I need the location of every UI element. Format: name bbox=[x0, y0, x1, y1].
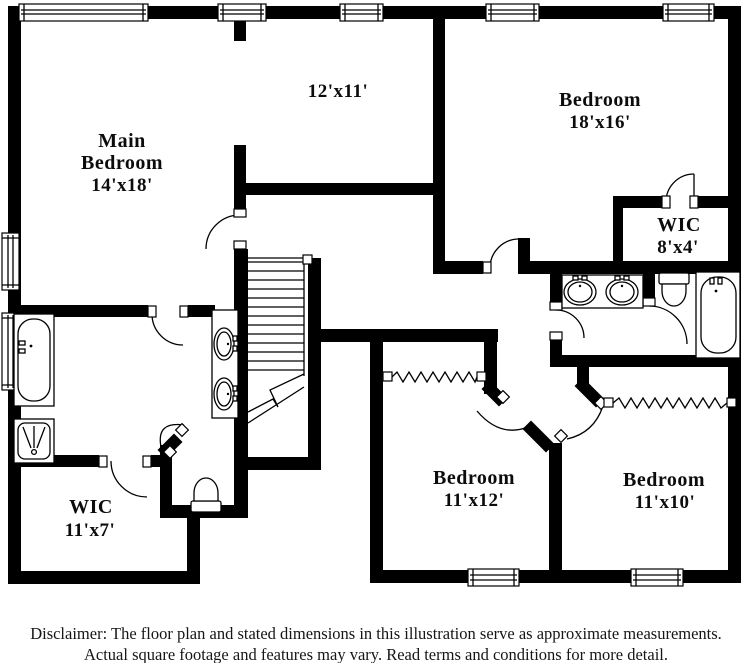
main-bedroom-label-line2: Bedroom bbox=[81, 152, 163, 174]
window-icon bbox=[1, 232, 20, 291]
disclaimer-line2: Actual square footage and features may v… bbox=[84, 645, 668, 663]
room-12x11-dims: 12'x11' bbox=[308, 81, 369, 102]
closet-rods bbox=[382, 370, 737, 410]
door-arc bbox=[151, 313, 184, 346]
door-arc bbox=[648, 305, 688, 345]
room-labels: Main Bedroom 14'x18' 12'x11' Bedroom 18'… bbox=[65, 81, 705, 541]
bathtub-icon bbox=[13, 313, 55, 407]
sink-icon bbox=[213, 377, 238, 411]
door-arc bbox=[489, 238, 520, 269]
door-arc bbox=[476, 410, 529, 431]
bedroom-18x16-label: Bedroom bbox=[559, 89, 641, 111]
window-icon bbox=[217, 3, 267, 22]
bedroom-11x10-label: Bedroom bbox=[623, 469, 705, 491]
door-arc bbox=[110, 460, 148, 498]
wic-11x7-label: WIC bbox=[69, 496, 113, 518]
wic-8x4-dims: 8'x4' bbox=[657, 237, 699, 258]
window-icon bbox=[18, 3, 149, 22]
stairs bbox=[247, 257, 305, 424]
bathtub-icon bbox=[695, 271, 741, 359]
door-arc bbox=[566, 405, 604, 440]
main-bedroom-label-line1: Main bbox=[98, 130, 146, 152]
fixtures bbox=[13, 271, 741, 513]
window-icon bbox=[630, 568, 684, 587]
sink-icon bbox=[213, 327, 238, 361]
door-arc bbox=[159, 423, 185, 448]
bedroom-11x12-label: Bedroom bbox=[433, 467, 515, 489]
vanity-double-sink bbox=[211, 309, 239, 419]
shower-icon bbox=[13, 418, 55, 464]
bedroom-18x16-dims: 18'x16' bbox=[569, 112, 631, 133]
exterior-walls bbox=[8, 6, 741, 584]
disclaimer: Disclaimer: The floor plan and stated di… bbox=[30, 624, 722, 663]
window-icon bbox=[339, 3, 384, 22]
closet-rod-zigzag bbox=[612, 396, 728, 410]
disclaimer-line1: Disclaimer: The floor plan and stated di… bbox=[30, 624, 722, 643]
bedroom-11x12-dims: 11'x12' bbox=[444, 490, 505, 511]
main-bedroom-dims: 14'x18' bbox=[91, 175, 153, 196]
window-icon bbox=[485, 3, 540, 22]
wic-8x4-label: WIC bbox=[657, 214, 701, 236]
bedroom-11x10-dims: 11'x10' bbox=[635, 492, 696, 513]
window-icon bbox=[662, 3, 715, 22]
sink-icon bbox=[563, 275, 597, 306]
closet-rod-zigzag bbox=[391, 370, 478, 384]
toilet-icon bbox=[658, 272, 690, 307]
toilet-icon bbox=[190, 477, 222, 513]
wic-11x7-dims: 11'x7' bbox=[65, 520, 116, 541]
window-icon bbox=[467, 568, 520, 587]
door-arcs bbox=[110, 173, 695, 498]
sink-icon bbox=[605, 275, 639, 306]
door-jambs bbox=[98, 195, 699, 468]
vanity-double-sink bbox=[561, 274, 644, 309]
